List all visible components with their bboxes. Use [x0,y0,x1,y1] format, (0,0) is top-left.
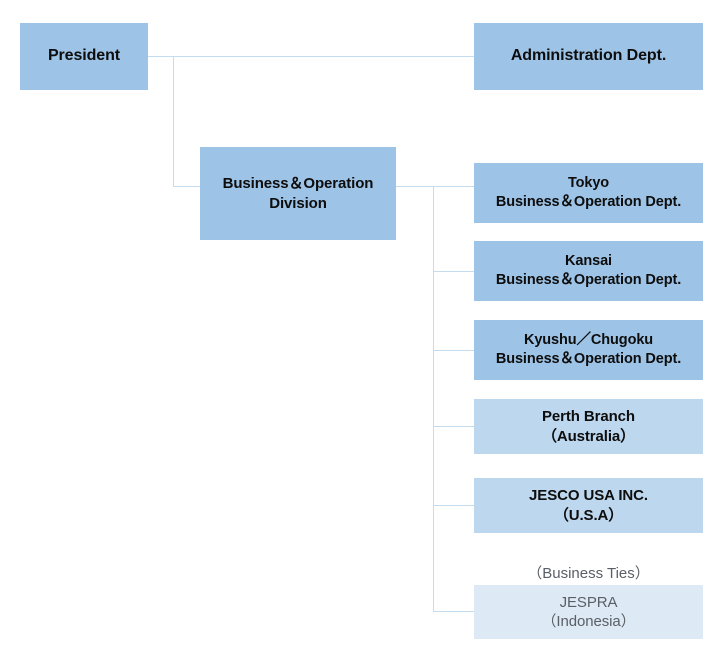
node-kyushu-line-1: Kyushu／Chugoku [523,332,654,349]
connector-trunk-to-jesco-usa [433,505,474,506]
caption-business-ties: （Business Ties） [527,565,650,582]
node-president-line-1: President [47,47,120,65]
node-jespra-line-2: （Indonesia） [541,613,636,630]
connector-president-to-division [173,186,201,187]
node-jespra[interactable]: JESPRA （Indonesia） [474,585,703,639]
node-kansai-line-2: Business＆Operation Dept. [495,272,682,288]
connector-president-to-administration [148,56,474,57]
node-business-operation-division-line-1: Business＆Operation [222,175,374,193]
connector-division-to-trunk [396,186,434,187]
node-kyushu-line-2: Business＆Operation Dept. [495,351,682,367]
node-administration-dept[interactable]: Administration Dept. [474,23,703,90]
connector-trunk-to-perth [433,426,474,427]
node-perth-branch[interactable]: Perth Branch （Australia） [474,399,703,454]
node-kansai-line-1: Kansai [565,253,612,270]
node-tokyo-line-1: Tokyo [567,175,610,192]
node-tokyo-line-2: Business＆Operation Dept. [495,194,682,210]
connector-trunk-to-kyushu [433,350,474,351]
node-perth-branch-line-1: Perth Branch [542,408,635,426]
node-jesco-usa-inc[interactable]: JESCO USA INC. （U.S.A） [474,478,703,533]
connector-trunk-to-kansai [433,271,474,272]
node-business-operation-division-line-2: Division [269,194,327,212]
node-jespra-line-1: JESPRA [559,593,618,611]
connector-trunk-to-tokyo [433,186,474,187]
node-administration-dept-line-1: Administration Dept. [510,47,667,65]
node-perth-branch-line-2: （Australia） [541,427,636,445]
node-business-operation-division[interactable]: Business＆Operation Division [200,147,396,240]
node-jesco-usa-inc-line-2: （U.S.A） [553,506,624,524]
node-president[interactable]: President [20,23,148,90]
node-kansai-business-operation-dept[interactable]: Kansai Business＆Operation Dept. [474,241,703,301]
node-kyushu-chugoku-business-operation-dept[interactable]: Kyushu／Chugoku Business＆Operation Dept. [474,320,703,380]
connector-president-trunk-vertical [173,56,174,187]
connector-division-trunk-vertical [433,186,434,611]
node-jesco-usa-inc-line-1: JESCO USA INC. [529,487,648,505]
node-tokyo-business-operation-dept[interactable]: Tokyo Business＆Operation Dept. [474,163,703,223]
connector-trunk-to-jespra [433,611,474,612]
